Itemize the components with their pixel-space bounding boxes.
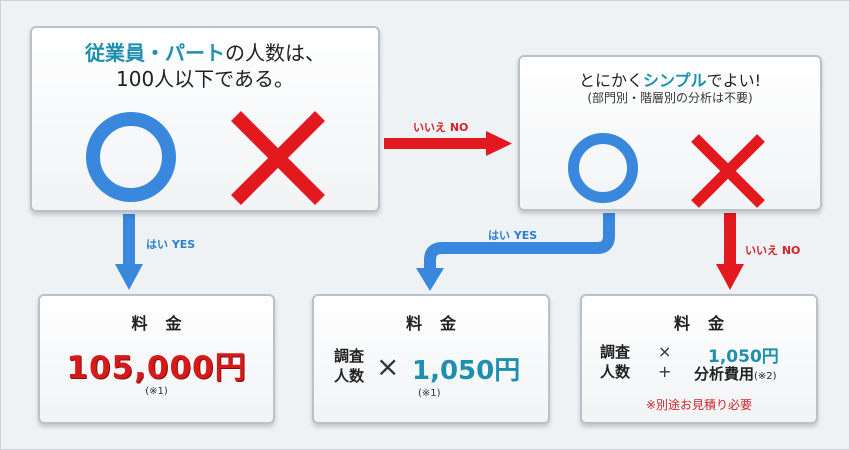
headcount-label: 調査 人数: [334, 346, 364, 386]
question-2-prefix: とにかく: [579, 71, 644, 90]
q1-yes-label: はい YES: [146, 238, 196, 251]
q1-no-label: いいえ NO: [413, 121, 469, 134]
analysis-cost-note: (※2): [754, 371, 777, 382]
q2-no-label: いいえ NO: [745, 244, 801, 257]
headcount-label-line-2: 人数: [334, 367, 365, 385]
question-1-line-1: 従業員・パートの人数は、: [32, 40, 378, 66]
operator-stack: × +: [658, 342, 671, 382]
unit-price: 1,050円: [412, 356, 521, 386]
multiply-sign: ×: [376, 350, 400, 383]
headcount-label-line-2: 人数: [600, 363, 631, 381]
question-2-highlight: シンプル: [643, 71, 707, 90]
q2-no-arrow: [716, 213, 744, 290]
result-2-box: 料金 調査 人数 × 1,050円 (※1): [312, 294, 550, 424]
fee-title: 料金: [405, 314, 474, 333]
question-2-suffix: でよい!: [706, 71, 761, 90]
circle-icon: [86, 112, 176, 202]
multiply-sign: ×: [658, 342, 672, 361]
price-note: (※1): [418, 388, 441, 399]
question-1-highlight: 従業員・パート: [85, 41, 225, 65]
question-2-line-1: とにかくシンプルでよい!: [520, 67, 820, 91]
q1-yes-arrow: [115, 214, 143, 290]
fee-title: 料金: [673, 314, 742, 333]
question-1-box: 従業員・パートの人数は、 100人以下である。: [30, 26, 380, 212]
q1-no-arrow: [384, 131, 512, 156]
fee-title: 料金: [131, 314, 200, 333]
q2-yes-arrow: [416, 213, 615, 291]
question-1-line-2: 100人以下である。: [116, 67, 294, 91]
headcount-label-line-1: 調査: [600, 343, 631, 361]
result-1-box: 料金 105,000円 (※1): [38, 294, 275, 424]
cross-icon: [231, 111, 325, 205]
question-2-line-2: (部門別・階層別の分析は不要): [587, 91, 753, 105]
price-note: (※1): [145, 386, 168, 397]
analysis-cost: 分析費用(※2): [694, 363, 777, 384]
cross-icon: [691, 134, 765, 208]
analysis-cost-label: 分析費用: [694, 365, 755, 383]
q2-yes-label: はい YES: [488, 229, 538, 242]
question-2-box: とにかくシンプルでよい! (部門別・階層別の分析は不要): [518, 55, 822, 211]
estimate-note: ※別途お見積り必要: [645, 398, 753, 412]
circle-icon: [568, 133, 638, 203]
question-1-rest: の人数は、: [225, 41, 325, 65]
result-3-box: 料金 調査 人数 × + 1,050円 分析費用(※2) ※別途お見積り必要: [580, 294, 818, 424]
unit-price: 1,050円: [708, 347, 779, 367]
headcount-label-line-1: 調査: [334, 347, 365, 365]
fixed-price: 105,000円: [66, 350, 247, 386]
plus-sign: +: [658, 362, 672, 381]
headcount-label: 調査 人数: [600, 342, 630, 382]
